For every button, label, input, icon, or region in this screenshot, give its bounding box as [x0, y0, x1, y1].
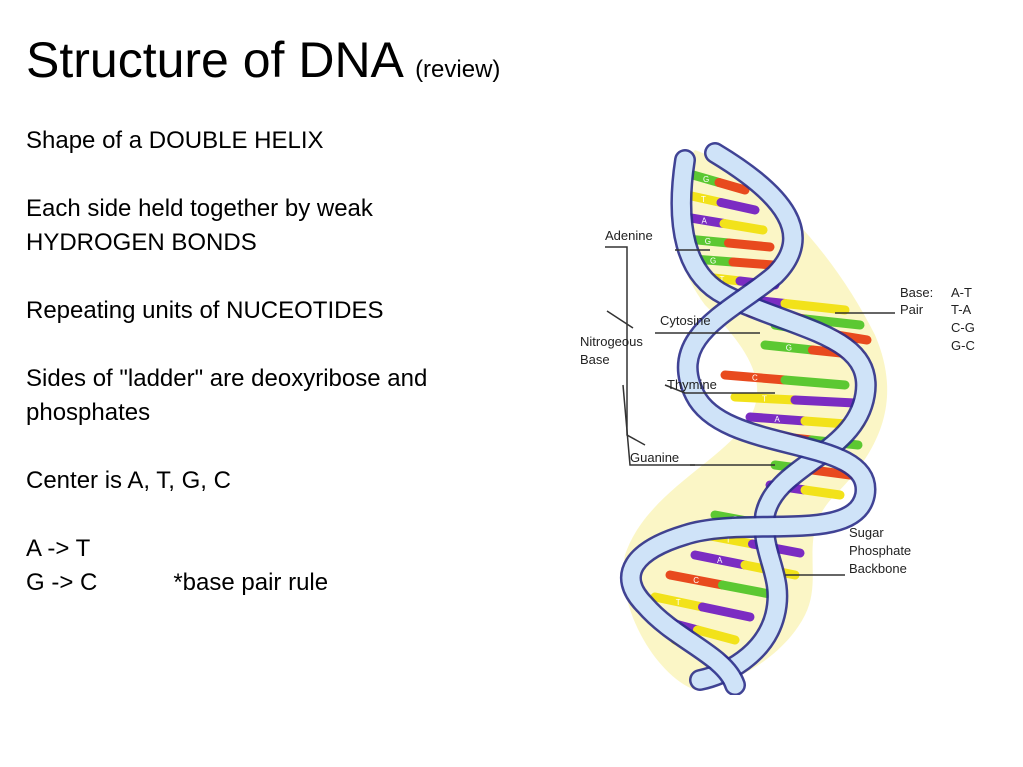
rung-letter: G: [703, 175, 709, 184]
label-nitrogenous-1: Nitrogeous: [580, 334, 643, 349]
rung-letter: C: [693, 576, 699, 585]
label-backbone-2: Phosphate: [849, 543, 911, 558]
rung-letter: T: [720, 275, 725, 284]
rule-gc-text: G -> C: [26, 569, 98, 596]
slide-title: Structure of DNA (review): [26, 30, 500, 100]
rung-letter: A: [775, 415, 781, 424]
rung-letter: A: [702, 216, 708, 225]
line-bonds-2: HYDROGEN BONDS: [26, 229, 257, 256]
rung-letter: T: [726, 536, 731, 545]
rung-half: [720, 370, 790, 385]
title-suffix: (review): [415, 56, 501, 83]
rung-half: [650, 592, 707, 612]
rung-half: [693, 625, 740, 645]
rung-half: [724, 238, 775, 252]
rung-letter: G: [705, 237, 711, 246]
rung-letter: C: [752, 374, 758, 383]
label-cytosine: Cytosine: [660, 313, 711, 328]
label-base-pair-1: Base:: [900, 285, 933, 300]
backbone-strand-back-fill: [672, 151, 875, 689]
rung-half: [780, 375, 850, 390]
line-rule-gc: G -> C *base pair rule: [26, 566, 566, 600]
label-thymine: Thymine: [667, 377, 717, 392]
rung-half: [790, 395, 860, 408]
rung-half: [688, 170, 724, 187]
rung-half: [780, 299, 850, 315]
backbone-strand-front-fill: [622, 144, 874, 694]
leader-adenine: [605, 246, 646, 446]
rung-half: [698, 602, 755, 622]
label-pair-at: A-T: [951, 285, 972, 300]
rung-half: [682, 190, 726, 207]
rule-note: *base pair rule: [173, 569, 329, 596]
rung-half: [745, 412, 810, 426]
title-main: Structure of DNA: [26, 32, 402, 88]
rung-half: [690, 550, 750, 570]
rung-letter: T: [762, 395, 767, 404]
line-sides-2: phosphates: [26, 399, 151, 426]
rung-letter: T: [701, 195, 706, 204]
label-base-pair-2: Pair: [900, 302, 924, 317]
line-center: Center is A, T, G, C: [26, 467, 231, 494]
line-shape: Shape of a DOUBLE HELIX: [26, 127, 324, 154]
label-backbone-1: Sugar: [849, 525, 884, 540]
leader-lines: [605, 246, 895, 576]
line-sides-1: Sides of "ladder" are deoxyribose and: [26, 365, 428, 392]
line-units: Repeating units of NUCEOTIDES: [26, 297, 384, 324]
label-pair-cg: C-G: [951, 320, 975, 335]
rung-half: [719, 219, 768, 235]
label-pair-gc: G-C: [951, 338, 975, 353]
rung-half: [716, 198, 760, 215]
leader-guanine: [622, 384, 695, 466]
rung-half: [714, 178, 750, 195]
line-bonds-1: Each side held together by weak: [26, 195, 373, 222]
slide-body: Shape of a DOUBLE HELIX Each side held t…: [26, 124, 566, 600]
rung-half: [730, 392, 800, 405]
label-backbone-3: Backbone: [849, 561, 907, 576]
rung-letter: G: [710, 257, 716, 266]
rung-half: [760, 340, 817, 355]
rung-half: [718, 580, 780, 600]
rung-letter: T: [676, 598, 681, 607]
label-nitrogenous-2: Base: [580, 352, 610, 367]
rung-half: [728, 257, 778, 270]
rung-letter: G: [786, 344, 792, 353]
label-adenine: Adenine: [605, 228, 653, 243]
rung-letter: A: [717, 556, 723, 565]
label-guanine: Guanine: [630, 450, 679, 465]
leader-thymine: [664, 384, 775, 394]
line-rule-at: A -> T: [26, 535, 91, 562]
leader-nitrogenous: [606, 310, 634, 329]
rung-half: [800, 485, 845, 500]
label-pair-ta: T-A: [951, 302, 972, 317]
rung-half: [808, 465, 855, 480]
rung-half: [665, 570, 727, 590]
